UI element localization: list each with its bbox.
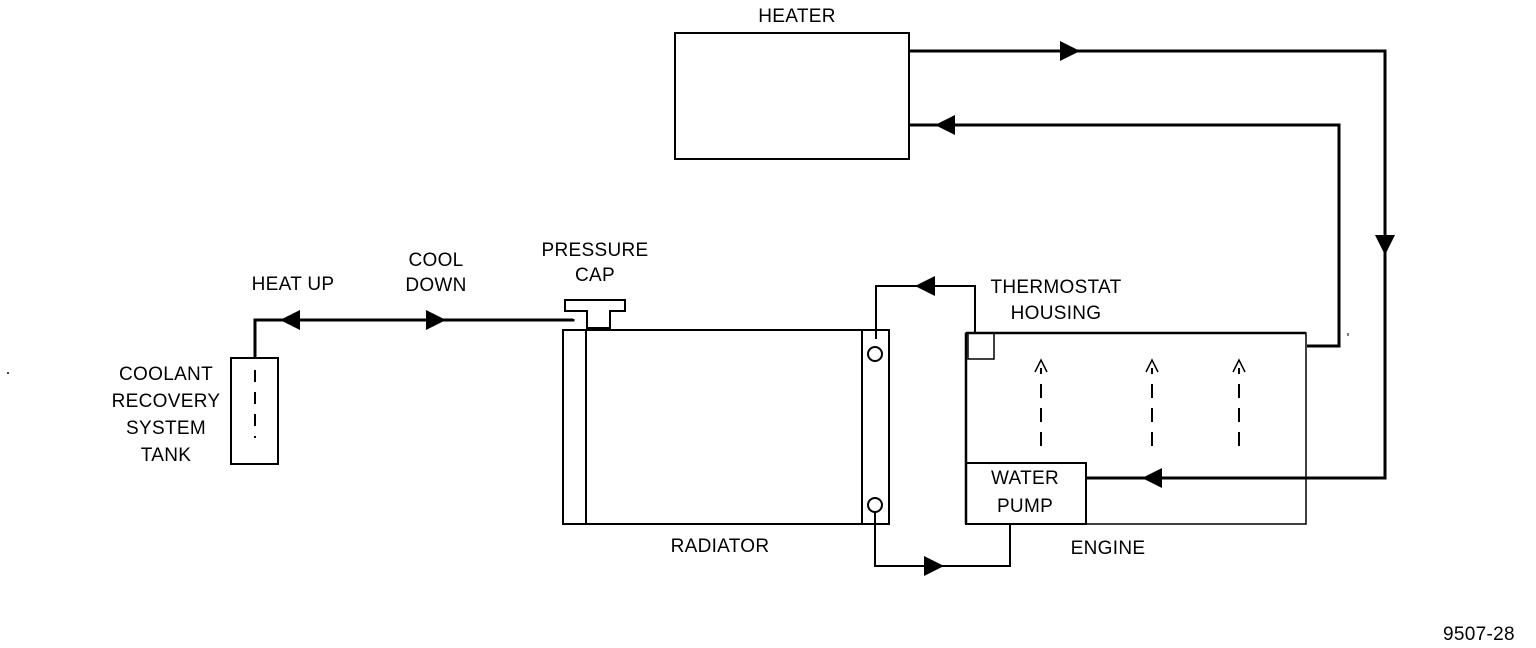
thermostat-housing-box [967,332,995,360]
water-pump-box [965,462,1087,525]
arrow-heater-outlet [1060,41,1080,61]
coolant-tank-label-line2: RECOVERY [111,391,221,412]
radiator-upper-port [867,346,883,362]
coolant-tank-label-line1: COOLANT [119,364,213,385]
pressure-cap-label-line2: CAP [575,265,615,286]
heat-up-label: HEAT UP [251,274,335,295]
coolant-recovery-tank [230,357,279,465]
figure-id-label: 9507-28 [1443,624,1515,645]
thermostat-housing-label-line2: HOUSING [1010,303,1102,324]
arrow-heater-inlet [935,115,955,135]
water-pump-label-line2: PUMP [996,496,1054,517]
engine-flow-arrows [1034,358,1246,446]
pressure-cap [564,299,626,329]
arrow-lower-hose [924,556,944,576]
lower-radiator-hose [874,512,1011,567]
radiator-label: RADIATOR [670,536,770,557]
cool-down-label-line2: DOWN [405,275,467,296]
thermostat-housing-label-line1: THERMOSTAT [990,277,1122,298]
coolant-tank-label-line4: TANK [140,445,192,466]
radiator-right-tank [861,329,890,525]
heater-outlet-hose [909,49,1387,480]
coolant-tank-label-line3: SYSTEM [126,418,206,439]
arrow-upper-hose [915,276,935,296]
arrow-heat-up [280,310,300,330]
radiator-lower-port [867,497,883,513]
pressure-cap-label-line1: PRESSURE [541,240,649,261]
arrow-to-water-pump [1142,468,1162,488]
heater-label: HEATER [758,6,836,27]
arrow-cool-down [426,310,446,330]
heater-box [674,32,910,160]
upper-radiator-hose [875,285,976,339]
arrow-down-right [1375,235,1395,255]
overflow-hose [253,318,575,358]
water-pump-label-line1: WATER [991,468,1059,489]
stray-dot [7,372,9,374]
cool-down-label-line1: COOL [408,250,464,271]
radiator-core [562,329,890,525]
heater-inlet-hose [909,123,1341,348]
engine-label: ENGINE [1070,538,1146,559]
